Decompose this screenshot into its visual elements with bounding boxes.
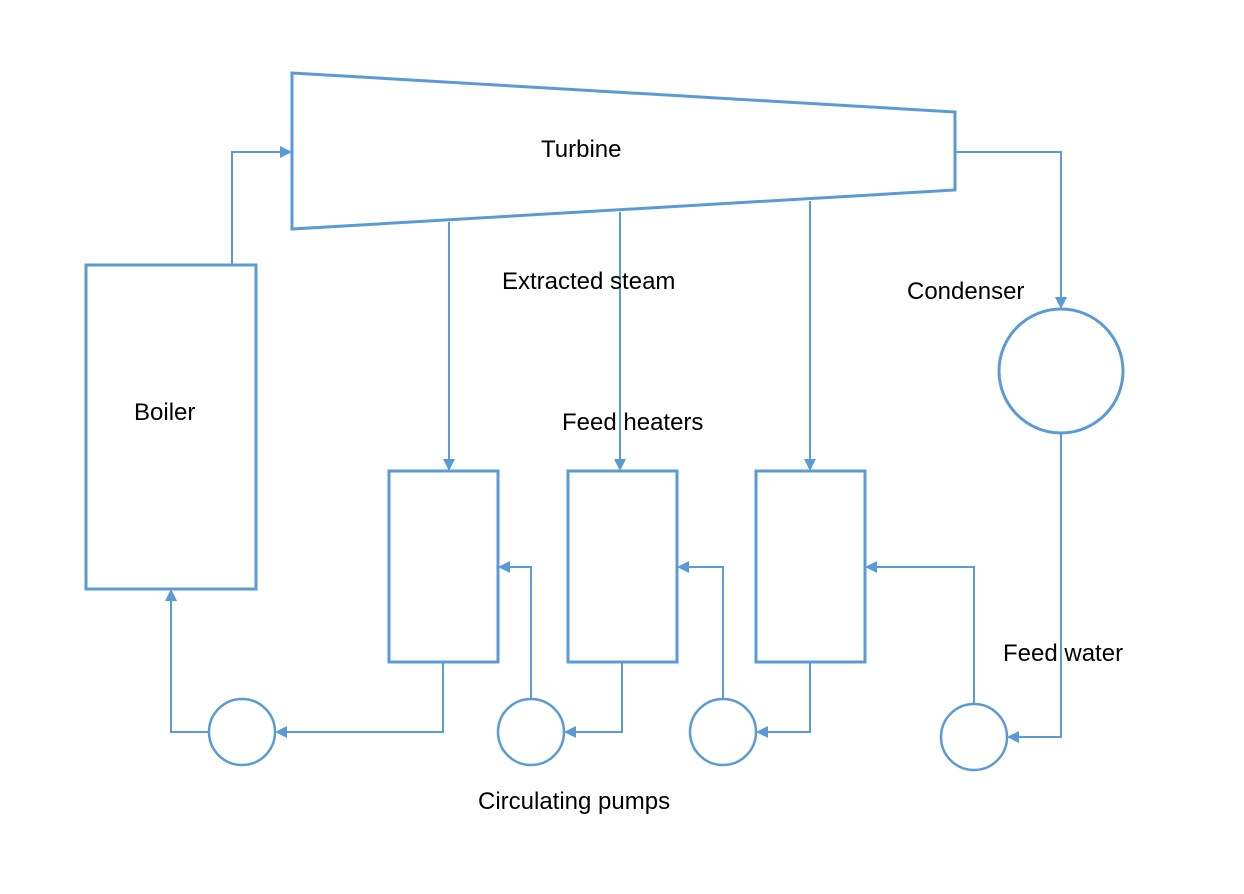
pump-2 (496, 697, 566, 767)
feed-heater-1 (387, 469, 500, 664)
condenser-label: Condenser (907, 278, 1024, 305)
extracted-steam-label: Extracted steam (502, 268, 675, 295)
pump3-to-heater2-pipe (677, 561, 724, 699)
pump-1 (207, 697, 277, 767)
feed-heater-3 (754, 469, 867, 664)
feed-heater-2 (566, 469, 679, 664)
heater1-to-pump1-pipe (275, 662, 444, 738)
heater3-to-pump3-pipe (756, 662, 811, 738)
condenser-to-pump-pipe (1007, 433, 1062, 743)
pump-3 (688, 697, 758, 767)
pump1-to-boiler-pipe (165, 589, 209, 733)
turbine-shape (290, 71, 957, 231)
pump4-to-heater3-pipe (865, 561, 975, 704)
feed-water-label: Feed water (1003, 640, 1123, 667)
circulating-pumps-label: Circulating pumps (478, 788, 670, 815)
feed-heaters-label: Feed heaters (562, 409, 703, 436)
boiler-to-turbine-pipe (231, 146, 292, 265)
boiler-label: Boiler (134, 399, 195, 426)
heater2-to-pump2-pipe (564, 662, 623, 738)
turbine-label: Turbine (541, 136, 621, 163)
condenser-circle (997, 307, 1125, 435)
turbine-to-condenser-pipe (955, 151, 1067, 309)
boiler-box (84, 263, 258, 591)
pump2-to-heater1-pipe (498, 561, 532, 699)
pump-4 (939, 702, 1009, 772)
